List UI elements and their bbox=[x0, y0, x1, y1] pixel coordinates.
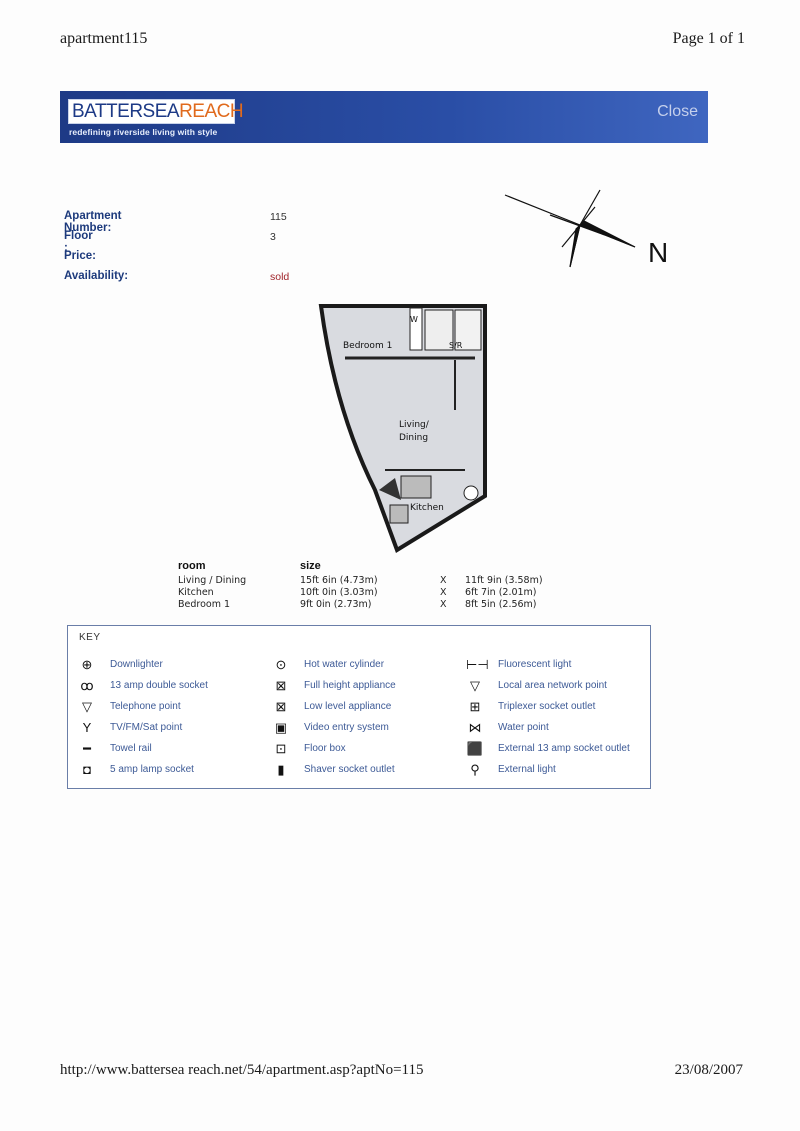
water-point-icon: ⋈ bbox=[468, 720, 482, 735]
key-item-label: Fluorescent light bbox=[498, 659, 572, 670]
apartment-number-value: 115 bbox=[270, 211, 287, 223]
room-size-1: 10ft 0in (3.03m) bbox=[300, 587, 378, 598]
key-item-label: External 13 amp socket outlet bbox=[498, 743, 630, 754]
tagline: redefining riverside living with style bbox=[69, 127, 218, 137]
site-banner: BATTERSEAREACH redefining riverside livi… bbox=[60, 91, 708, 143]
key-item-label: Full height appliance bbox=[304, 680, 396, 691]
plan-label-living: Living/ bbox=[399, 420, 430, 430]
floor-label: Floor : bbox=[64, 230, 93, 254]
plan-label-wardrobe: W bbox=[410, 315, 418, 324]
room-size-x: X bbox=[440, 587, 447, 598]
plan-label-dining: Dining bbox=[399, 433, 428, 443]
key-item-label: Triplexer socket outlet bbox=[498, 701, 596, 712]
print-header-title: apartment115 bbox=[60, 30, 148, 47]
room-size-2: 6ft 7in (2.01m) bbox=[465, 587, 537, 598]
close-button[interactable]: Close bbox=[657, 103, 698, 120]
key-item-label: Water point bbox=[498, 722, 549, 733]
room-name: Kitchen bbox=[178, 587, 214, 598]
triplexer-socket-icon: ⊞ bbox=[469, 699, 481, 714]
availability-label: Availability: bbox=[64, 270, 129, 282]
room-name: Bedroom 1 bbox=[178, 599, 231, 610]
key-title: KEY bbox=[79, 632, 101, 643]
towel-rail-icon: ━ bbox=[83, 741, 91, 756]
size-column-header: size bbox=[300, 560, 321, 572]
key-item-label: External light bbox=[498, 764, 556, 775]
room-size-2: 11ft 9in (3.58m) bbox=[465, 575, 543, 586]
apartment-number-label: Apartment Number: bbox=[64, 210, 122, 234]
lan-point-icon: ▽ bbox=[470, 678, 480, 693]
hot-water-cylinder-icon: ⊙ bbox=[275, 657, 287, 672]
video-entry-icon: ▣ bbox=[274, 720, 288, 735]
telephone-point-icon: ▽ bbox=[82, 699, 92, 714]
room-size-x: X bbox=[440, 575, 447, 586]
symbol-key: KEY ⊕ Downlighter ꝏ 13 amp double socket ▽… bbox=[67, 625, 651, 789]
price-label: Price: bbox=[64, 250, 96, 262]
shaver-socket-icon: ▮ bbox=[277, 762, 285, 777]
full-height-appliance-icon: ⊠ bbox=[275, 678, 287, 693]
key-item-label: 13 amp double socket bbox=[110, 680, 208, 691]
battersea-reach-logo[interactable]: BATTERSEAREACH bbox=[68, 99, 244, 124]
key-item-label: Local area network point bbox=[498, 680, 607, 691]
key-item-label: Floor box bbox=[304, 743, 346, 754]
logo-text-battersea: BATTERSEA bbox=[72, 101, 180, 122]
print-header-page: Page 1 of 1 bbox=[672, 30, 745, 47]
plan-label-store: S/R bbox=[449, 341, 463, 350]
compass-north-label: N bbox=[648, 237, 669, 268]
key-item-label: Low level appliance bbox=[304, 701, 392, 712]
lamp-socket-icon: ◘ bbox=[83, 762, 91, 777]
logo-text-reach: REACH bbox=[179, 101, 244, 122]
key-item-label: TV/FM/Sat point bbox=[110, 722, 183, 733]
key-item-label: Downlighter bbox=[110, 659, 163, 670]
room-size-x: X bbox=[440, 599, 447, 610]
key-item-label: Shaver socket outlet bbox=[304, 764, 395, 775]
room-size-1: 15ft 6in (4.73m) bbox=[300, 575, 378, 586]
key-item-label: Towel rail bbox=[110, 743, 152, 754]
tv-fm-sat-icon: Y bbox=[82, 720, 92, 735]
print-footer-date: 23/08/2007 bbox=[674, 1062, 743, 1078]
print-footer-url: http://www.battersea reach.net/54/apartm… bbox=[60, 1062, 424, 1078]
compass-star-icon bbox=[504, 189, 636, 268]
plan-label-bedroom: Bedroom 1 bbox=[343, 341, 392, 351]
external-light-icon: ⚲ bbox=[470, 762, 480, 777]
key-item-label: Video entry system bbox=[304, 722, 389, 733]
external-socket-icon: ⬛ bbox=[466, 741, 484, 756]
floor-plan-walls bbox=[318, 304, 487, 553]
floor-plan[interactable]: Bedroom 1 Living/ Dining Kitchen W S/R bbox=[315, 300, 495, 560]
fluorescent-light-icon: ⊢⊣ bbox=[466, 657, 489, 672]
floor-box-icon: ⊡ bbox=[275, 741, 287, 756]
key-item-label: Hot water cylinder bbox=[304, 659, 385, 670]
room-column-header: room bbox=[178, 560, 206, 572]
downlighter-icon: ⊕ bbox=[81, 657, 93, 672]
key-item-label: 5 amp lamp socket bbox=[110, 764, 194, 775]
double-socket-icon: ꝏ bbox=[80, 678, 94, 693]
floor-value: 3 bbox=[270, 231, 276, 243]
room-size-1: 9ft 0in (2.73m) bbox=[300, 599, 372, 610]
room-name: Living / Dining bbox=[178, 575, 247, 586]
availability-value: sold bbox=[270, 271, 290, 283]
plan-label-kitchen: Kitchen bbox=[410, 503, 444, 513]
key-item-label: Telephone point bbox=[110, 701, 181, 712]
low-level-appliance-icon: ⊠ bbox=[275, 699, 287, 714]
room-size-2: 8ft 5in (2.56m) bbox=[465, 599, 537, 610]
